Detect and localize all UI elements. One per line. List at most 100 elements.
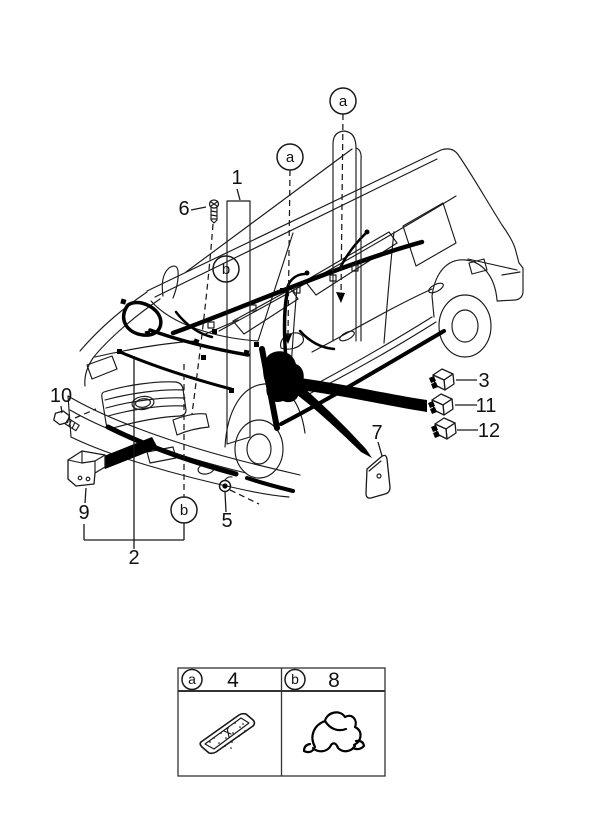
callout-10: 10 — [50, 385, 72, 407]
b-pillar-hook — [285, 272, 307, 296]
pad-stipple — [209, 722, 246, 749]
dashed-screw-6 — [191, 223, 214, 415]
callout-3: 3 — [478, 370, 489, 392]
roof-side-harness — [338, 232, 367, 270]
clip-a-label-right: a — [339, 93, 348, 110]
slider-rail — [467, 258, 518, 271]
pad-icon — [199, 712, 256, 755]
arrowhead-a-right — [336, 292, 345, 303]
legend-table: a 4 b 8 — [177, 667, 386, 777]
bumper-top — [67, 395, 301, 476]
callouts: a a b b 1 2 3 5 6 7 9 10 11 12 — [50, 87, 500, 569]
clip-b-label-top: b — [222, 261, 230, 278]
leader-5 — [224, 491, 227, 513]
bracket-9 — [67, 450, 106, 487]
engine-bay-branch — [148, 328, 250, 357]
dashed-a-right — [340, 113, 344, 297]
cowl-trim-part-1 — [226, 200, 251, 445]
clip-a-circle-left — [276, 143, 304, 171]
leader-7 — [377, 441, 383, 457]
drip-rail — [154, 158, 438, 298]
rear-pillar — [440, 148, 520, 264]
callout-9: 9 — [78, 502, 89, 524]
grommet-5 — [218, 476, 233, 493]
headlight-left — [86, 355, 118, 380]
front-wheel — [234, 419, 284, 479]
wedge-to-plate-7 — [272, 368, 372, 458]
side-mirror — [279, 332, 305, 350]
engine-bay-loop — [121, 300, 163, 337]
rear-face — [496, 262, 524, 302]
fuel-door — [468, 258, 488, 275]
front-wheel-arch — [224, 383, 306, 448]
callout-12: 12 — [478, 420, 500, 442]
cowl-harness — [170, 239, 425, 336]
leader-lines — [60, 113, 478, 549]
headlight-right — [172, 413, 210, 436]
fender-line — [84, 298, 161, 387]
wiper — [202, 319, 239, 336]
bumper-strip-2 — [245, 476, 295, 493]
rear-bumper-step — [501, 271, 521, 276]
legend-a-ref: 4 — [227, 669, 239, 692]
front-door-handle — [339, 330, 355, 342]
bumper-strip — [105, 424, 239, 477]
legend-a-circle — [181, 668, 203, 691]
rear-wheel — [438, 294, 492, 358]
a-pillar — [257, 232, 294, 342]
dashed-grommet-5 — [229, 489, 260, 505]
relay-3 — [429, 368, 455, 391]
antenna-base — [161, 265, 179, 299]
clip-b-circle-bottom — [170, 496, 198, 524]
legend-b-circle — [284, 668, 306, 691]
legend-b-ref: 8 — [328, 669, 340, 692]
bolt-10 — [53, 410, 80, 432]
callout-5: 5 — [221, 510, 232, 532]
clip-b-circle-top — [212, 255, 240, 283]
grille-slat-1 — [104, 389, 185, 401]
wedge-to-relays — [291, 377, 427, 412]
cowl-line — [150, 300, 259, 342]
parts — [53, 130, 457, 499]
clamp-icon — [302, 711, 366, 754]
clip-b-label-bottom: b — [180, 502, 188, 519]
leader-1 — [236, 188, 241, 201]
grille-slat-2 — [105, 397, 186, 409]
leader-10 — [60, 405, 63, 414]
floor-harness — [279, 329, 446, 426]
door-harness — [298, 329, 336, 351]
callout-11: 11 — [476, 395, 497, 417]
front-end-harness — [118, 350, 233, 391]
pillar-trim-strip — [332, 130, 357, 342]
rear-wheel-hub — [451, 309, 479, 343]
hood-edge — [94, 340, 197, 358]
arrowhead-a-left — [283, 333, 292, 344]
slider-lower-crease — [311, 288, 433, 353]
callout-6: 6 — [178, 198, 189, 220]
callout-2: 2 — [128, 547, 139, 569]
leader-9-top — [84, 487, 87, 504]
legend-b-symbol: b — [291, 671, 299, 687]
front-wheel-hub — [246, 433, 272, 465]
grille-slat-3 — [107, 405, 186, 417]
leader-6 — [190, 206, 207, 211]
quarter-window — [402, 202, 457, 267]
callout-1: 1 — [231, 167, 242, 189]
pillar-trim-edge — [355, 147, 362, 342]
far-roof-edge — [185, 148, 353, 273]
screw-6 — [208, 199, 220, 224]
rear-wheel-arch — [431, 259, 498, 318]
callout-7: 7 — [371, 422, 382, 444]
fender-line-2 — [79, 291, 148, 352]
wiring-harness — [105, 229, 446, 493]
pointer-arrows — [99, 368, 427, 469]
bumper-bottom — [70, 436, 290, 498]
dashed-a-left — [287, 169, 291, 337]
clip-a-label-left: a — [286, 149, 295, 166]
wedge-to-bracket-9 — [99, 437, 158, 469]
relay-12 — [431, 417, 457, 440]
dashed-bolt-10 — [74, 408, 97, 419]
brand-emblem — [131, 395, 155, 411]
